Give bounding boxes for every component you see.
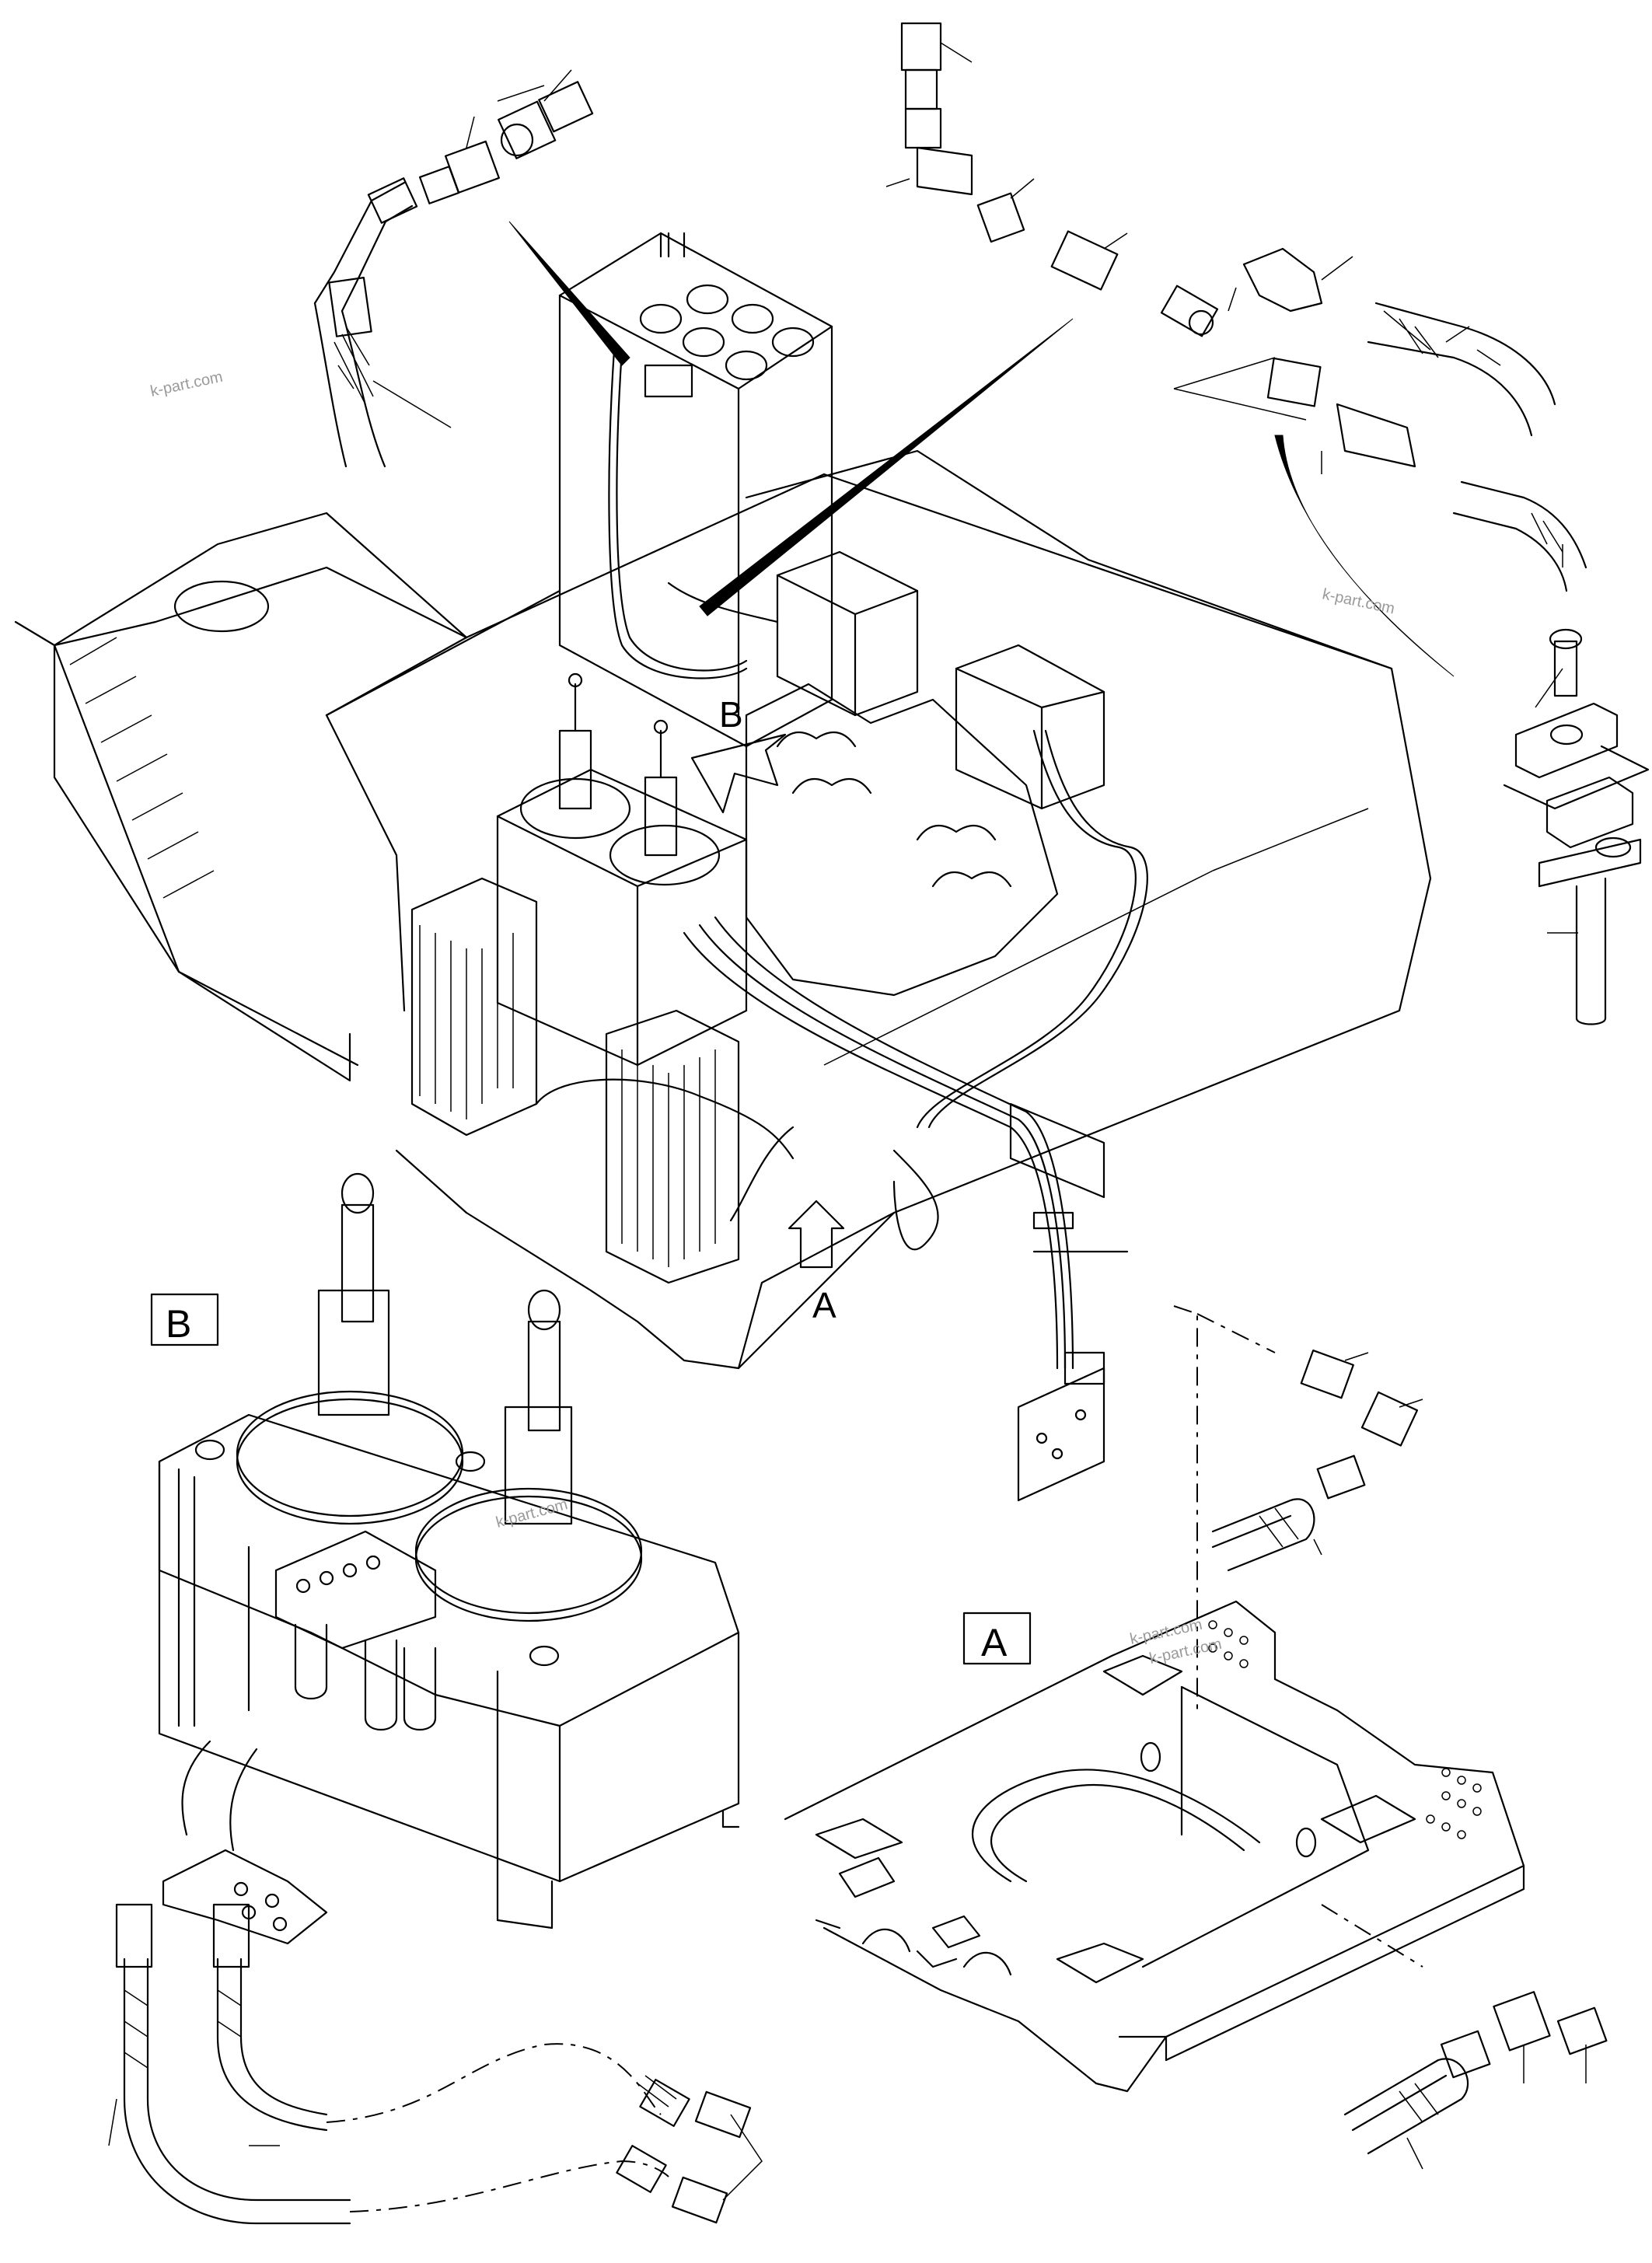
machine-body	[14, 449, 1432, 1370]
hose-detail-top-left	[313, 69, 594, 468]
view-a-detail: A	[784, 1305, 1608, 2170]
watermark-2: k-part.com	[1321, 585, 1396, 617]
battery-housing	[558, 232, 833, 748]
clamp-detail	[1503, 628, 1650, 1025]
hose-routing	[535, 348, 1148, 1502]
engine-block	[745, 683, 1059, 997]
view-a-label-box	[962, 1612, 1032, 1665]
view-b-label-box	[150, 1293, 219, 1346]
view-arrow-b-label: B	[719, 694, 743, 735]
electrical-boxes	[776, 550, 1105, 810]
leader-arrows	[508, 221, 1455, 677]
frame-bolt-holes	[1208, 1620, 1482, 1839]
hose-detail-top-right	[885, 22, 1587, 592]
view-a-box-label: A	[981, 1621, 1008, 1664]
watermark-1: k-part.com	[148, 368, 224, 400]
counterweight-ribs	[69, 637, 215, 899]
view-arrow-b: B	[690, 694, 787, 814]
view-arrow-a: A	[788, 1200, 845, 1325]
view-b-detail: B	[108, 1172, 763, 2225]
access-cover	[173, 580, 270, 633]
view-arrow-a-label: A	[812, 1285, 836, 1325]
hydraulic-tank-assembly	[410, 672, 748, 1284]
view-b-box-label: B	[166, 1302, 191, 1346]
